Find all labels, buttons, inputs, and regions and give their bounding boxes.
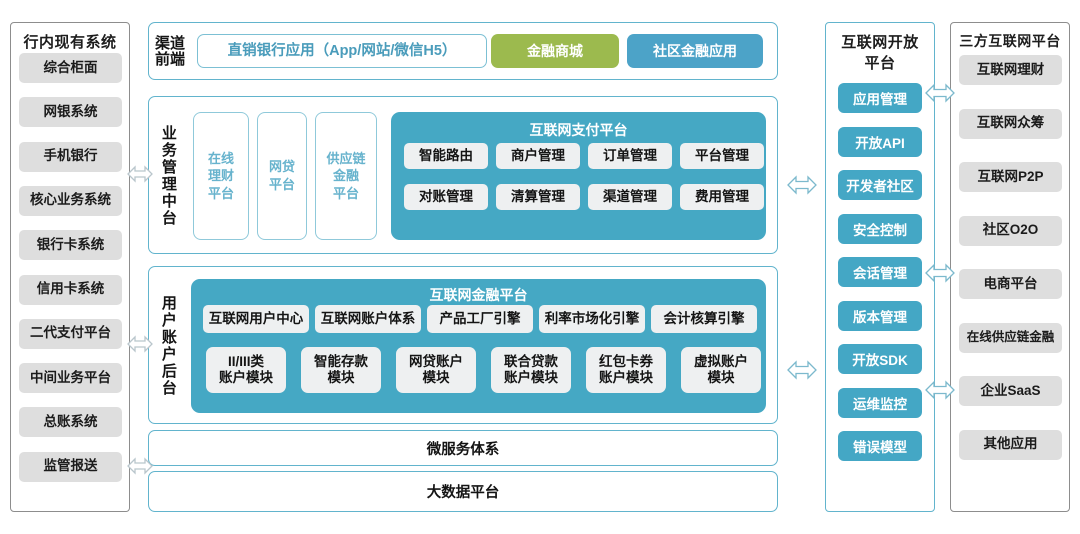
payment-module-chip[interactable]: 费用管理 <box>680 184 764 210</box>
label-channel-frontend: 渠道 前端 <box>154 35 185 68</box>
account-module-chip[interactable]: 虚拟账户模块 <box>681 347 761 393</box>
existing-system-item[interactable]: 手机银行 <box>19 141 122 172</box>
business-platform-card[interactable]: 网贷平台 <box>257 112 307 240</box>
open-platform-item[interactable]: 版本管理 <box>838 300 922 331</box>
channel-frontend-item[interactable]: 直销银行应用（App/网站/微信H5） <box>197 34 487 68</box>
title-internet-finance-platform: 互联网金融平台 <box>429 287 528 303</box>
arrow-left-to-business <box>127 165 153 183</box>
business-platform-card[interactable]: 供应链金融平台 <box>315 112 377 240</box>
label-user-account-backend: 用户账户后台 <box>159 295 177 397</box>
third-party-item[interactable]: 在线供应链金融 <box>959 322 1062 353</box>
open-platform-item[interactable]: 安全控制 <box>838 213 922 244</box>
third-party-item[interactable]: 互联网P2P <box>959 162 1062 192</box>
open-platform-item[interactable]: 错误模型 <box>838 431 922 461</box>
arrow-open-to-thirdparty-bottom <box>925 380 955 400</box>
arrow-open-to-thirdparty-mid <box>925 263 955 283</box>
existing-system-item[interactable]: 银行卡系统 <box>19 230 122 261</box>
third-party-item[interactable]: 互联网理财 <box>959 55 1062 85</box>
panel-third-party-internet: 三方互联网平台 互联网理财互联网众筹互联网P2P 社区O2O 电商平台在线供应链金融… <box>950 22 1070 512</box>
finance-engine-chip[interactable]: 利率市场化引擎 <box>539 305 645 333</box>
open-platform-item[interactable]: 会话管理 <box>838 257 922 287</box>
existing-system-item[interactable]: 网银系统 <box>19 97 122 128</box>
arrow-business-to-open <box>787 175 817 195</box>
open-platform-item[interactable]: 运维监控 <box>838 387 922 418</box>
existing-system-item[interactable]: 中间业务平台 <box>19 363 122 394</box>
account-module-chip[interactable]: 联合贷款账户模块 <box>491 347 571 393</box>
finance-engine-chip[interactable]: 产品工厂引擎 <box>427 305 533 333</box>
business-platform-card[interactable]: 在线理财平台 <box>193 112 249 240</box>
existing-system-item[interactable]: 核心业务系统 <box>19 185 122 216</box>
account-module-chip[interactable]: II/III类账户模块 <box>206 347 286 393</box>
arrow-left-to-bottom <box>127 457 153 475</box>
bar-bigdata-platform: 大数据平台 <box>148 471 778 512</box>
third-party-item[interactable]: 企业SaaS <box>959 376 1062 406</box>
arrow-account-to-open <box>787 360 817 380</box>
third-party-item[interactable]: 社区O2O <box>959 215 1062 246</box>
panel-title-internet-open-platform: 互联网开放 平台 <box>841 34 919 72</box>
section-business-middle-platform: 业务管理中台 在线理财平台网贷平台供应链金融平台 互联网支付平台 智能路由商户管… <box>148 96 778 254</box>
panel-internet-open-platform: 互联网开放 平台 应用管理开放API 开发者社区安全控制会话管理版本管理开放SDK… <box>825 22 935 512</box>
open-platform-item[interactable]: 应用管理 <box>838 83 922 113</box>
third-party-item[interactable]: 其他应用 <box>959 429 1062 460</box>
existing-system-item[interactable]: 监管报送 <box>19 451 122 482</box>
open-platform-item[interactable]: 开发者社区 <box>838 170 922 200</box>
account-module-chip[interactable]: 智能存款模块 <box>301 347 381 393</box>
bar-microservices: 微服务体系 <box>148 430 778 466</box>
panel-existing-bank-systems: 行内现有系统 综合柜面网银系统手机银行核心业务系统银行卡系统信用卡系统二代支付平… <box>10 22 130 512</box>
payment-module-chip[interactable]: 清算管理 <box>496 184 580 210</box>
section-user-account-backend: 用户账户后台 互联网金融平台 互联网用户中心互联网账户体系产品工厂引擎利率市场化… <box>148 266 778 424</box>
title-internet-payment-platform: 互联网支付平台 <box>529 122 628 138</box>
finance-engine-chip[interactable]: 互联网账户体系 <box>315 305 421 333</box>
existing-system-item[interactable]: 信用卡系统 <box>19 274 122 305</box>
payment-module-chip[interactable]: 对账管理 <box>404 184 488 210</box>
payment-module-chip[interactable]: 订单管理 <box>588 143 672 169</box>
payment-module-chip[interactable]: 商户管理 <box>496 143 580 169</box>
open-platform-item[interactable]: 开放API <box>838 126 922 157</box>
finance-engine-chip[interactable]: 互联网用户中心 <box>203 305 309 333</box>
channel-frontend-item[interactable]: 社区金融应用 <box>627 34 763 68</box>
payment-module-chip[interactable]: 平台管理 <box>680 143 764 169</box>
account-module-chip[interactable]: 红包卡券账户模块 <box>586 347 666 393</box>
panel-title-third-party-internet: 三方互联网平台 <box>959 33 1061 49</box>
arrow-left-to-account <box>127 335 153 353</box>
finance-engine-chip[interactable]: 会计核算引擎 <box>651 305 757 333</box>
group-internet-payment-platform: 互联网支付平台 智能路由商户管理订单管理平台管理 对账管理清算管理渠道管理费用管… <box>391 112 766 240</box>
account-module-chip[interactable]: 网贷账户模块 <box>396 347 476 393</box>
payment-module-chip[interactable]: 渠道管理 <box>588 184 672 210</box>
payment-module-chip[interactable]: 智能路由 <box>404 143 488 169</box>
third-party-item[interactable]: 互联网众筹 <box>959 108 1062 139</box>
panel-title-existing-bank-systems: 行内现有系统 <box>23 34 117 51</box>
existing-system-item[interactable]: 二代支付平台 <box>19 318 122 349</box>
section-channel-frontend: 渠道 前端 直销银行应用（App/网站/微信H5）金融商城社区金融应用 <box>148 22 778 80</box>
existing-system-item[interactable]: 总账系统 <box>19 407 122 438</box>
channel-frontend-item[interactable]: 金融商城 <box>491 34 619 68</box>
open-platform-item[interactable]: 开放SDK <box>838 344 922 374</box>
group-internet-finance-platform: 互联网金融平台 互联网用户中心互联网账户体系产品工厂引擎利率市场化引擎会计核算引… <box>191 279 766 413</box>
existing-system-item[interactable]: 综合柜面 <box>19 53 122 83</box>
third-party-item[interactable]: 电商平台 <box>959 269 1062 299</box>
arrow-open-to-thirdparty-top <box>925 83 955 103</box>
label-business-middle-platform: 业务管理中台 <box>159 125 177 227</box>
